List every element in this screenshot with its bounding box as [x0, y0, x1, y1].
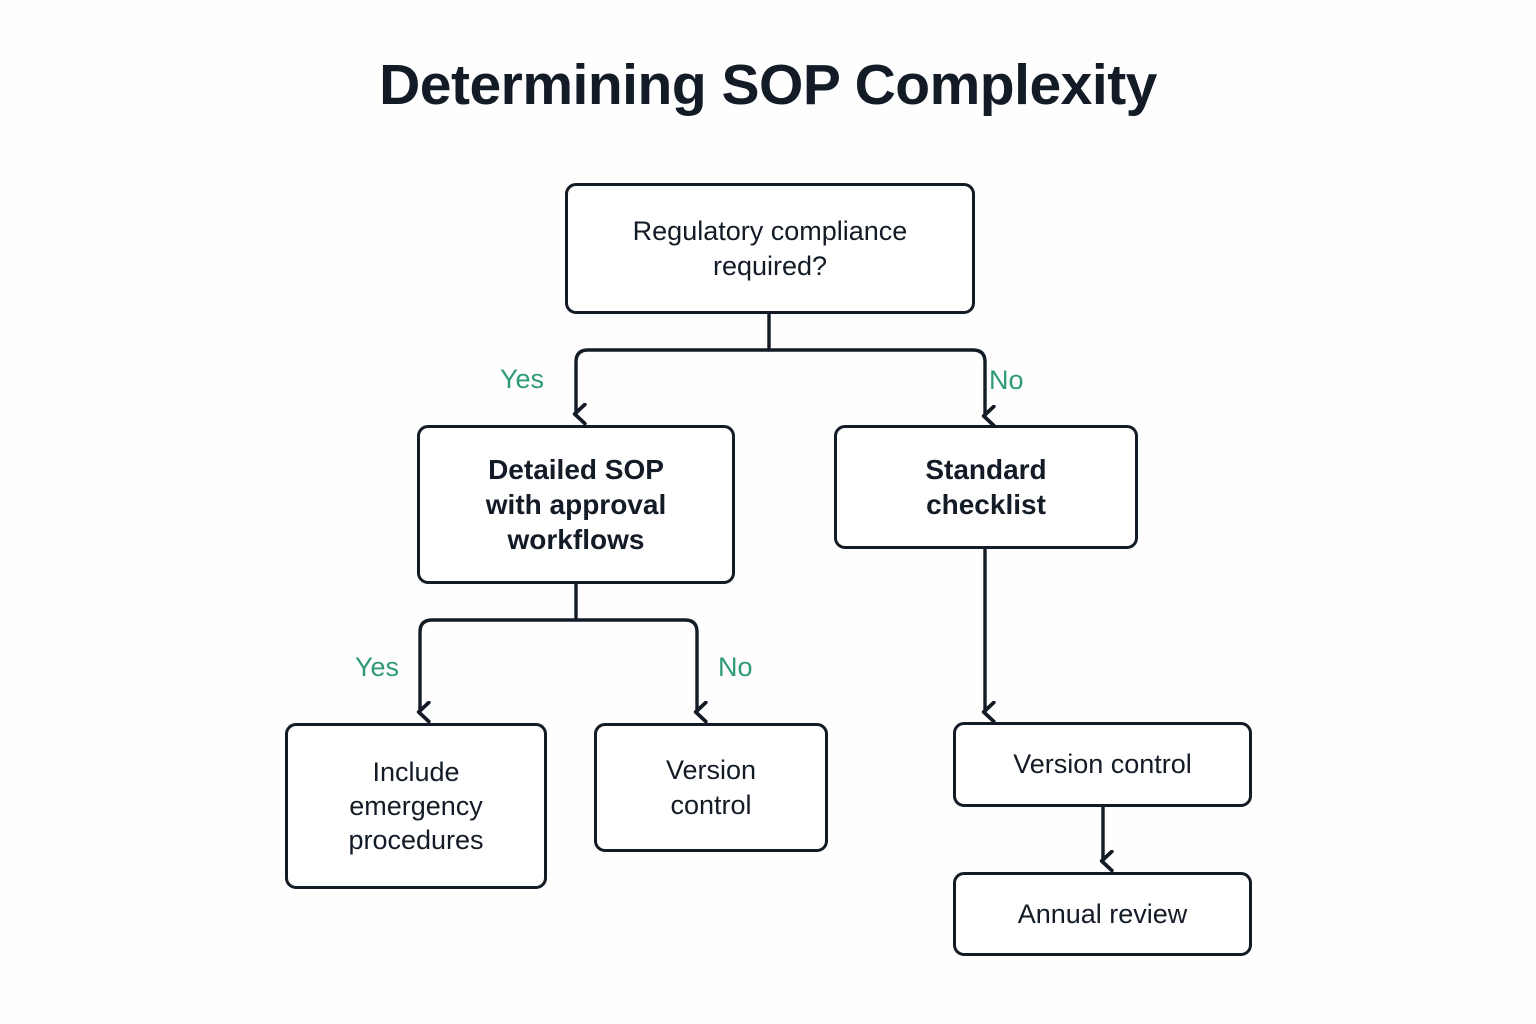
edge-label-root-no: No — [989, 365, 1024, 395]
node-annual-review[interactable]: Annual review — [953, 872, 1252, 956]
edge-root-to-detailed — [576, 348, 771, 414]
page-title: Determining SOP Complexity — [379, 53, 1157, 117]
node-label: Annual review — [1017, 898, 1188, 929]
node-label: Standard checklist — [925, 453, 1047, 520]
node-version-control-right[interactable]: Version control — [953, 722, 1252, 807]
node-label: Detailed SOP with approval workflows — [485, 453, 667, 556]
node-version-control-left[interactable]: Version control — [594, 723, 828, 852]
node-include-emergency-procedures[interactable]: Include emergency procedures — [285, 723, 547, 889]
edge-label-detailed-no: No — [718, 652, 753, 682]
edge-root-to-standard — [767, 348, 985, 416]
node-regulatory-compliance[interactable]: Regulatory compliance required? — [565, 183, 975, 314]
node-label: Regulatory compliance required? — [632, 216, 908, 281]
node-label: Version control — [665, 755, 757, 820]
node-standard-checklist[interactable]: Standard checklist — [834, 425, 1138, 549]
node-label: Include emergency procedures — [348, 756, 484, 855]
edge-label-detailed-yes: Yes — [355, 652, 400, 682]
edge-label-root-yes: Yes — [500, 364, 545, 394]
node-detailed-sop[interactable]: Detailed SOP with approval workflows — [417, 425, 735, 584]
edge-detailed-to-include — [420, 618, 578, 712]
edge-detailed-to-version-left — [574, 618, 697, 712]
node-label: Version control — [1013, 749, 1192, 780]
